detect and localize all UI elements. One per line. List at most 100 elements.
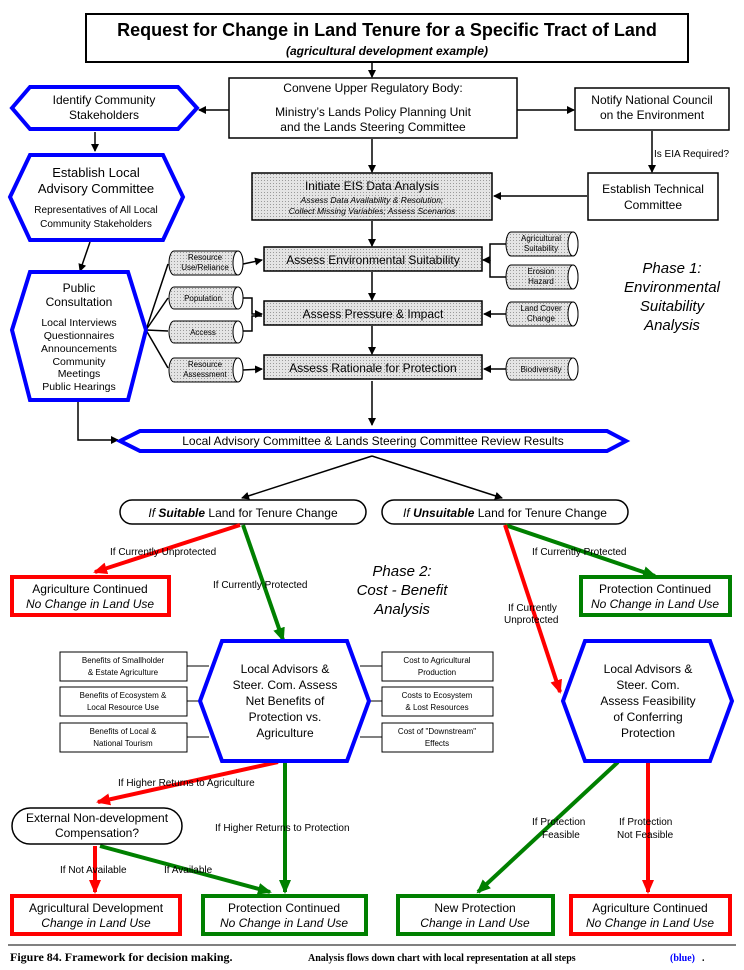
svg-text:Local Advisors &: Local Advisors &	[241, 662, 330, 676]
svg-text:Steer. Com. Assess: Steer. Com. Assess	[233, 678, 338, 692]
svg-text:Production: Production	[418, 668, 456, 677]
svg-text:Identify Community: Identify Community	[53, 93, 156, 107]
svg-text:& Estate Agriculture: & Estate Agriculture	[88, 668, 159, 677]
svg-text:Environmental: Environmental	[624, 279, 721, 296]
svg-text:Stakeholders: Stakeholders	[69, 108, 139, 122]
svg-text:Local Advisory Committee & Lan: Local Advisory Committee & Lands Steerin…	[182, 434, 564, 448]
cylinder-access: Access	[168, 320, 244, 344]
svg-text:If Suitable Land for Tenure Ch: If Suitable Land for Tenure Change	[148, 506, 338, 520]
cylinder-erosion-hazard: Erosion Hazard	[505, 264, 579, 290]
svg-text:on the Environment: on the Environment	[600, 108, 705, 122]
svg-text:Questionnaires: Questionnaires	[44, 330, 115, 342]
external-compensation: External Non-development Compensation?	[11, 807, 183, 845]
svg-text:Advisory Committee: Advisory Committee	[38, 181, 154, 196]
svg-text:Suitability: Suitability	[524, 244, 558, 253]
suitable-decision: If Suitable Land for Tenure Change	[119, 499, 367, 525]
svg-text:Assess Feasibility: Assess Feasibility	[600, 694, 695, 708]
caption-label: Figure 84. Framework for decision making…	[10, 950, 233, 964]
title: Request for Change in Land Tenure for a …	[117, 20, 657, 40]
svg-text:Benefits of Local &: Benefits of Local &	[90, 727, 157, 736]
svg-text:Local Resource Use: Local Resource Use	[87, 703, 160, 712]
assess-rationale-box: Assess Rationale for Protection	[263, 354, 483, 380]
title-box: Request for Change in Land Tenure for a …	[85, 13, 689, 63]
benefit-tourism: Benefits of Local & National Tourism	[59, 722, 188, 753]
svg-text:Assess Environmental Suitabili: Assess Environmental Suitability	[286, 253, 459, 267]
arrow-review-unsuitable	[371, 455, 503, 500]
svg-text:Costs to Ecosystem: Costs to Ecosystem	[402, 691, 473, 700]
svg-text:Use/Reliance: Use/Reliance	[181, 263, 229, 272]
establish-local-committee: Establish Local Advisory Committee Repre…	[7, 153, 186, 242]
arrow-public-review	[77, 392, 119, 444]
svg-text:Agriculture Continued: Agriculture Continued	[32, 582, 147, 596]
eis-analysis-box: Initiate EIS Data Analysis Assess Data A…	[251, 172, 493, 221]
flow-connectors	[77, 62, 656, 500]
svg-text:Initiate EIS Data Analysis: Initiate EIS Data Analysis	[305, 179, 439, 193]
svg-text:Compensation?: Compensation?	[55, 826, 139, 840]
colored-flow-arrows	[89, 523, 657, 895]
outcome-agriculture-continued-top: Agriculture Continued No Change in Land …	[10, 575, 171, 617]
svg-text:Analysis: Analysis	[373, 601, 430, 618]
cost-ecosystem: Costs to Ecosystem & Lost Resources	[381, 686, 494, 717]
svg-text:Hazard: Hazard	[528, 277, 554, 286]
cost-agricultural: Cost to Agricultural Production	[381, 651, 494, 682]
svg-text:Phase 1:: Phase 1:	[642, 260, 701, 277]
svg-text:and the Lands Steering Committ: and the Lands Steering Committee	[280, 120, 466, 134]
svg-text:of Conferring: of Conferring	[613, 710, 682, 724]
outcome-protection-continued-top: Protection Continued No Change in Land U…	[579, 575, 732, 617]
svg-text:Cost to Agricultural: Cost to Agricultural	[403, 656, 470, 665]
cylinder-population: Population	[168, 286, 244, 310]
svg-text:Land Cover: Land Cover	[520, 304, 562, 313]
svg-text:Agriculture Continued: Agriculture Continued	[592, 901, 707, 915]
svg-text:Announcements: Announcements	[41, 343, 117, 355]
svg-text:Ministry’s Lands Policy Planni: Ministry’s Lands Policy Planning Unit	[275, 105, 472, 119]
svg-text:If Currently Unprotected: If Currently Unprotected	[110, 547, 216, 558]
green-arrow-left-protected	[241, 524, 285, 642]
identify-stakeholders: Identify Community Stakeholders	[9, 85, 200, 131]
green-arrow-right-protected	[504, 523, 657, 578]
svg-text:No Change in Land Use: No Change in Land Use	[26, 597, 154, 611]
figure-caption: Figure 84. Framework for decision making…	[8, 944, 736, 964]
svg-text:If Currently Protected: If Currently Protected	[213, 580, 307, 591]
svg-text:Analysis: Analysis	[643, 317, 700, 334]
edge-labels: If Currently Unprotected If Currently Pr…	[60, 547, 674, 876]
svg-text:Establish Technical: Establish Technical	[602, 182, 704, 196]
svg-text:Committee: Committee	[624, 198, 682, 212]
svg-text:Local Advisors &: Local Advisors &	[604, 662, 693, 676]
svg-text:External Non-development: External Non-development	[26, 811, 169, 825]
svg-text:Local Interviews: Local Interviews	[41, 317, 116, 329]
svg-text:Steer. Com.: Steer. Com.	[616, 678, 679, 692]
svg-text:Agricultural: Agricultural	[521, 234, 561, 243]
svg-text:If Higher Returns to Agricultu: If Higher Returns to Agriculture	[118, 778, 255, 789]
svg-text:Benefits of Ecosystem &: Benefits of Ecosystem &	[80, 691, 167, 700]
svg-text:Protection Continued: Protection Continued	[599, 582, 711, 596]
cylinder-agricultural-suitability: Agricultural Suitability	[505, 231, 579, 257]
svg-text:& Lost Resources: & Lost Resources	[405, 703, 468, 712]
benefit-ecosystem: Benefits of Ecosystem & Local Resource U…	[59, 686, 188, 717]
svg-text:Agricultural Development: Agricultural Development	[29, 901, 164, 915]
unsuitable-decision: If Unsuitable Land for Tenure Change	[381, 499, 629, 525]
svg-text:Assessment: Assessment	[183, 370, 227, 379]
svg-text:Protection vs.: Protection vs.	[249, 710, 322, 724]
svg-text:Phase 2:: Phase 2:	[372, 563, 431, 580]
svg-text:If Higher Returns to Protectio: If Higher Returns to Protection	[215, 823, 350, 834]
arrow-local-public	[78, 241, 91, 272]
phase-1-label: Phase 1: Environmental Suitability Analy…	[624, 260, 721, 334]
phase-2-label: Phase 2: Cost - Benefit Analysis	[357, 563, 449, 618]
green-arrow-feasible	[476, 760, 620, 894]
caption-end: .	[702, 953, 705, 964]
svg-text:Feasible: Feasible	[542, 830, 580, 841]
svg-text:Consultation: Consultation	[46, 295, 113, 309]
assess-environmental-box: Assess Environmental Suitability	[263, 246, 483, 272]
svg-text:Change: Change	[527, 314, 556, 323]
svg-text:If Currently Protected: If Currently Protected	[532, 547, 626, 558]
svg-text:No Change in Land Use: No Change in Land Use	[220, 916, 348, 930]
svg-text:If Currently: If Currently	[508, 603, 557, 614]
svg-text:Establish Local: Establish Local	[52, 165, 140, 180]
svg-text:Public Hearings: Public Hearings	[42, 381, 116, 393]
caption-blue: (blue)	[670, 953, 695, 964]
svg-text:Not Feasible: Not Feasible	[617, 830, 674, 841]
svg-text:Change in Land Use: Change in Land Use	[420, 916, 530, 930]
benefit-smallholder: Benefits of Smallholder & Estate Agricul…	[59, 651, 188, 682]
svg-text:Public: Public	[63, 281, 96, 295]
